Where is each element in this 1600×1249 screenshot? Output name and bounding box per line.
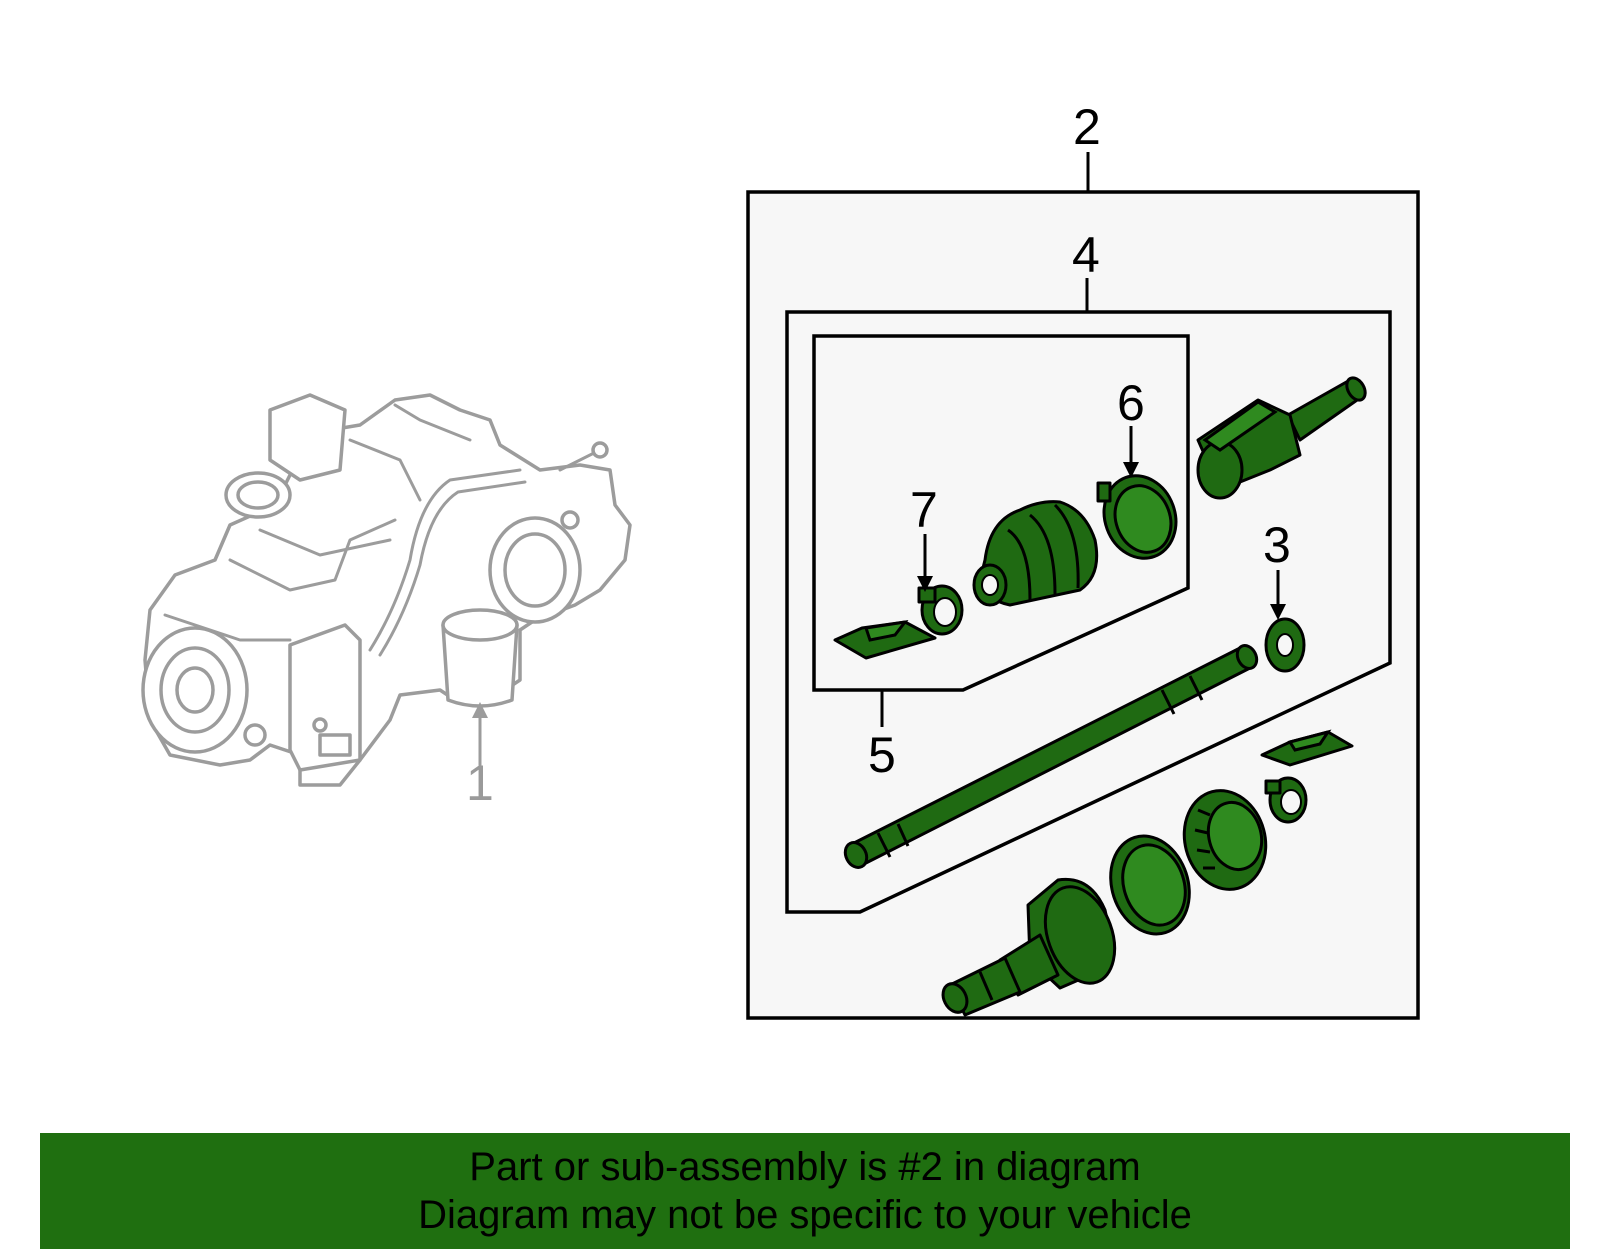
- banner-line-2: Diagram may not be specific to your vehi…: [418, 1193, 1192, 1237]
- inner-cv-joint: [1196, 376, 1367, 500]
- outer-joint-parts: [941, 729, 1354, 1017]
- boot-kit-frame-5: [812, 334, 1190, 692]
- callout-7: 7: [910, 482, 938, 538]
- callout-5: 5: [868, 727, 896, 783]
- axle-shaft: [843, 644, 1259, 869]
- callout-4: 4: [1072, 227, 1100, 283]
- callout-3: 3: [1263, 517, 1291, 573]
- info-banner: Part or sub-assembly is #2 in diagram Di…: [40, 1133, 1570, 1249]
- banner-line-1: Part or sub-assembly is #2 in diagram: [469, 1145, 1141, 1189]
- callout-2: 2: [1073, 99, 1101, 155]
- boot-kit-parts: [833, 474, 1178, 660]
- callout-1: 1: [466, 755, 494, 811]
- callout-6: 6: [1117, 375, 1145, 431]
- rear-differential-illustration: [141, 393, 632, 787]
